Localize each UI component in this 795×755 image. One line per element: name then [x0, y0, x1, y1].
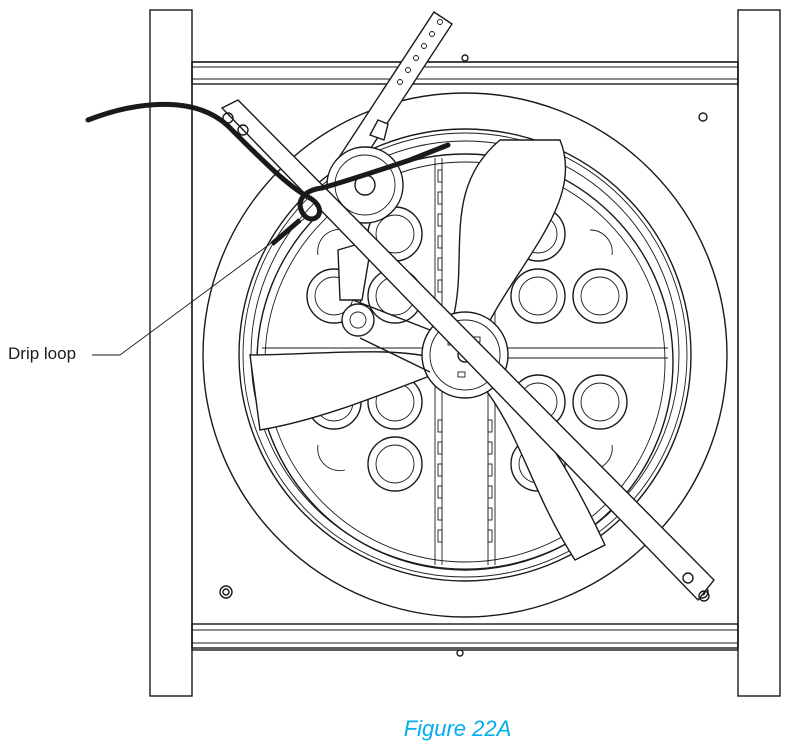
- cord-path: [85, 101, 451, 222]
- motor-pulley: [341, 303, 375, 337]
- figure-caption: Figure 22A: [403, 716, 512, 741]
- bottom-cross-rail: [191, 623, 739, 657]
- left-frame-post: [149, 9, 193, 697]
- drip-loop-label: Drip loop: [8, 344, 77, 363]
- drive-belt: [352, 299, 431, 373]
- fan-blades: [249, 139, 606, 561]
- top-cross-rail: [191, 54, 739, 85]
- support-bar: [220, 99, 715, 602]
- right-frame-post: [737, 9, 781, 697]
